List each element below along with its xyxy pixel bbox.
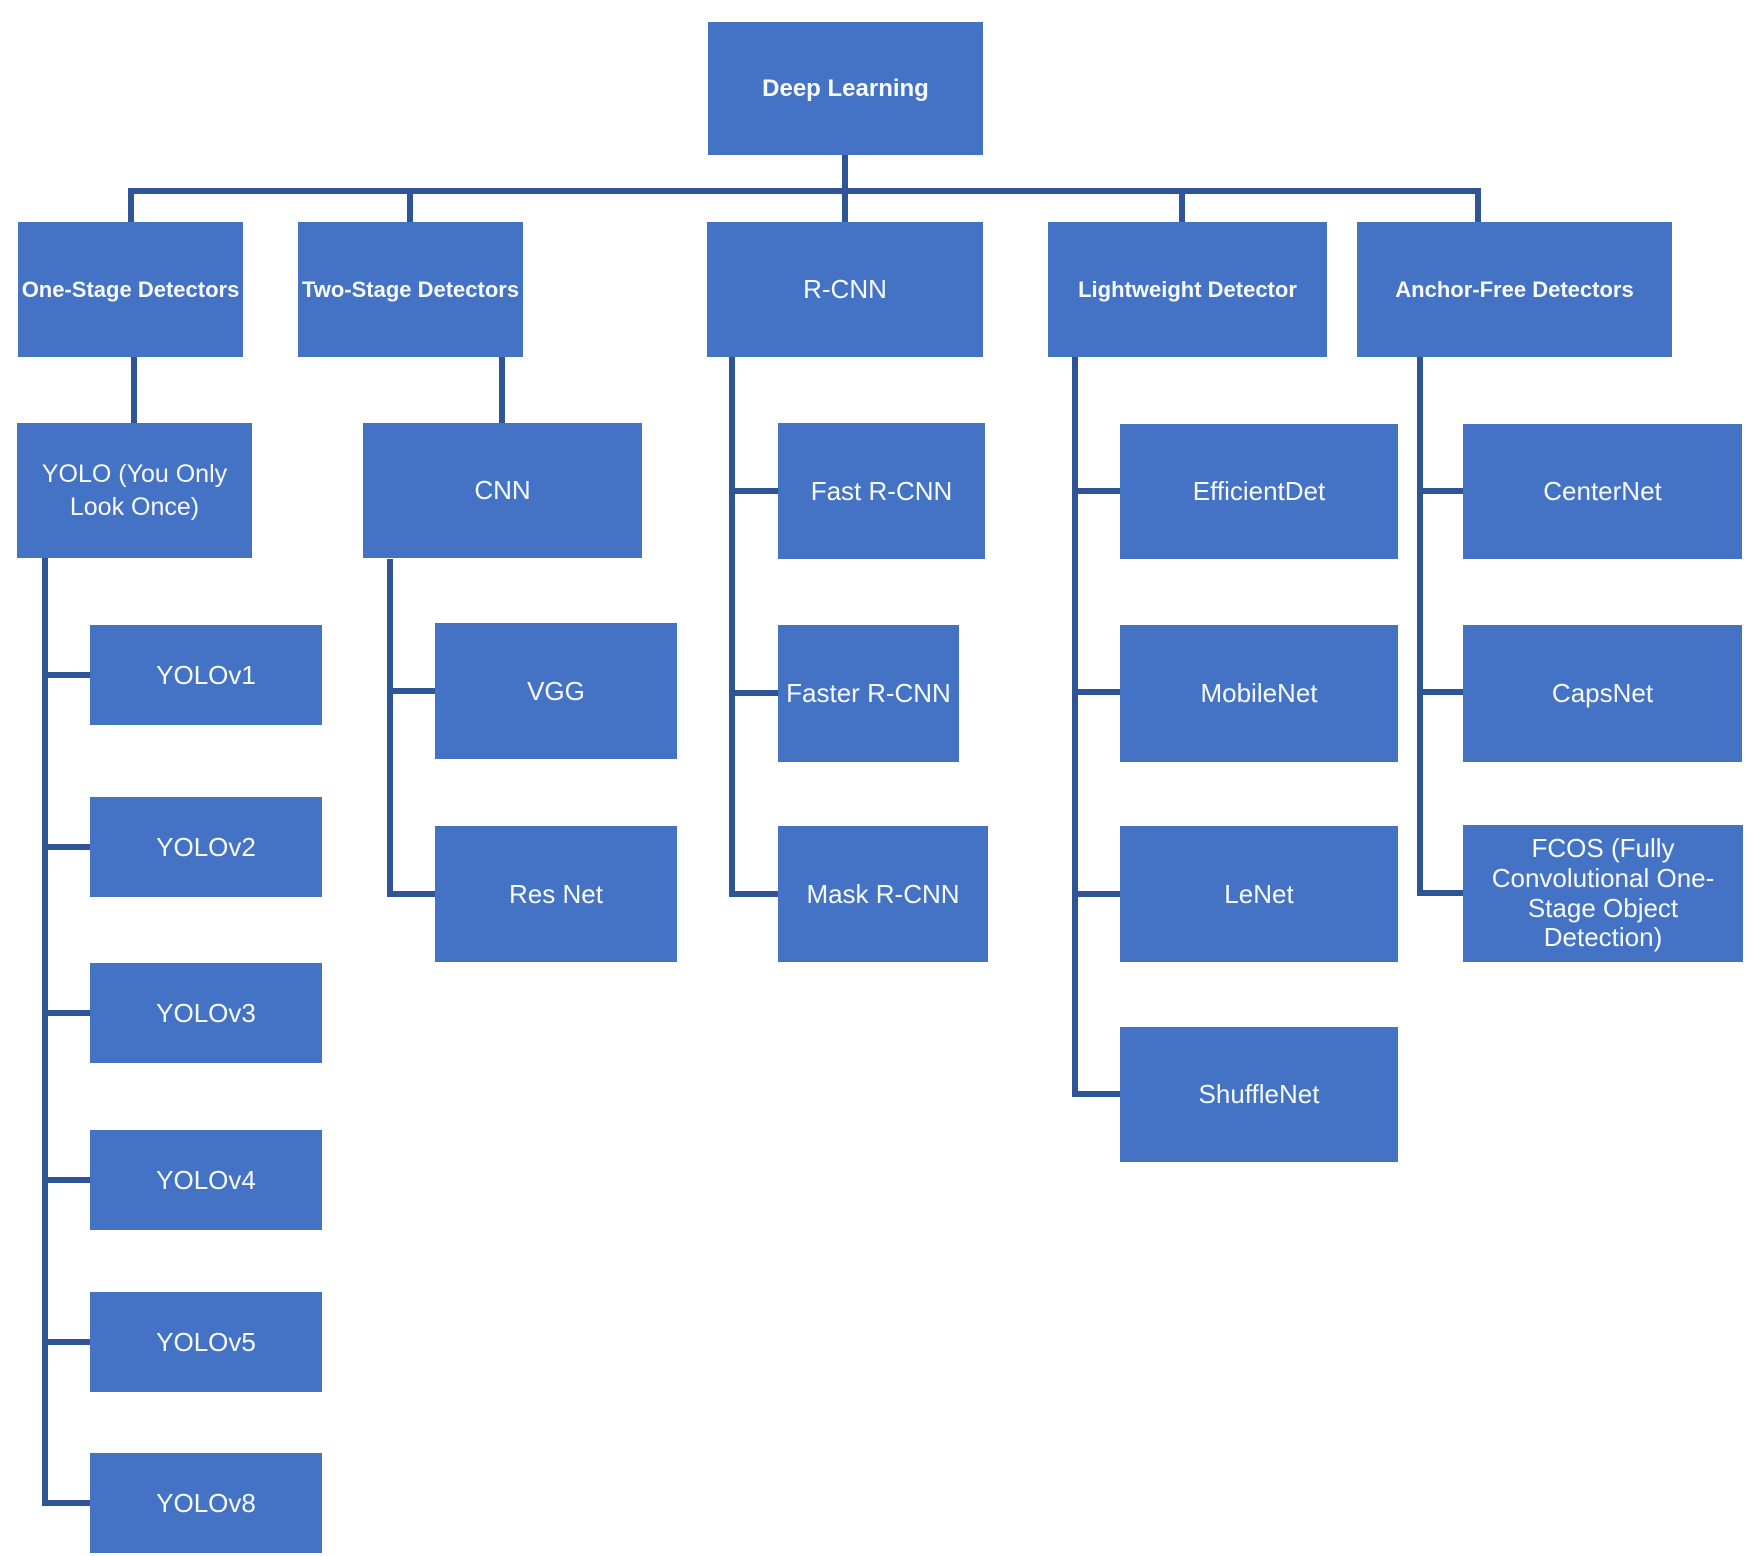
stub-fcos <box>1417 890 1463 896</box>
connector-top-bar <box>128 188 1481 194</box>
connector-one-stage-to-yolo <box>131 357 137 423</box>
stub-yolov3 <box>42 1010 90 1016</box>
connector-drop-two-stage <box>407 190 413 222</box>
node-yolov5: YOLOv5 <box>90 1292 322 1392</box>
stub-fast-rcnn <box>729 488 778 494</box>
trunk-rcnn-children <box>729 357 735 897</box>
node-deep-learning: Deep Learning <box>708 22 983 155</box>
node-two-stage-detectors: Two-Stage Detectors <box>298 222 523 357</box>
stub-mobilenet <box>1072 689 1120 695</box>
node-yolov8: YOLOv8 <box>90 1453 322 1553</box>
node-efficientdet: EfficientDet <box>1120 424 1398 559</box>
node-yolov2: YOLOv2 <box>90 797 322 897</box>
stub-shufflenet <box>1072 1091 1120 1097</box>
node-yolo: YOLO (You Only Look Once) <box>17 423 252 558</box>
trunk-cnn-children <box>387 559 393 897</box>
node-capsnet: CapsNet <box>1463 625 1742 762</box>
connector-two-stage-to-cnn <box>499 357 505 423</box>
trunk-lightweight-children <box>1072 357 1078 1097</box>
node-yolov1: YOLOv1 <box>90 625 322 725</box>
trunk-anchor-free-children <box>1417 357 1423 896</box>
stub-yolov5 <box>42 1339 90 1345</box>
stub-lenet <box>1072 891 1120 897</box>
stub-yolov4 <box>42 1177 90 1183</box>
node-mask-r-cnn: Mask R-CNN <box>778 826 988 962</box>
connector-drop-one-stage <box>128 190 134 222</box>
node-fcos: FCOS (Fully Convolutional One-Stage Obje… <box>1463 825 1743 962</box>
connector-root-drop <box>842 155 848 193</box>
node-vgg: VGG <box>435 623 677 759</box>
trunk-yolo-children <box>42 558 48 1506</box>
node-faster-r-cnn: Faster R-CNN <box>778 625 959 762</box>
stub-centernet <box>1417 488 1463 494</box>
node-anchor-free-detectors: Anchor-Free Detectors <box>1357 222 1672 357</box>
node-yolov3: YOLOv3 <box>90 963 322 1063</box>
connector-drop-lightweight <box>1179 190 1185 222</box>
node-lenet: LeNet <box>1120 826 1398 962</box>
stub-yolov8 <box>42 1500 90 1506</box>
node-lightweight-detector: Lightweight Detector <box>1048 222 1327 357</box>
stub-faster-rcnn <box>729 690 778 696</box>
node-yolov4: YOLOv4 <box>90 1130 322 1230</box>
node-fast-r-cnn: Fast R-CNN <box>778 423 985 559</box>
stub-mask-rcnn <box>729 891 778 897</box>
node-res-net: Res Net <box>435 826 677 962</box>
connector-drop-anchor-free <box>1475 190 1481 222</box>
stub-yolov1 <box>42 672 90 678</box>
node-mobilenet: MobileNet <box>1120 625 1398 762</box>
stub-efficientdet <box>1072 488 1120 494</box>
stub-capsnet <box>1417 689 1463 695</box>
stub-yolov2 <box>42 844 90 850</box>
node-shufflenet: ShuffleNet <box>1120 1027 1398 1162</box>
stub-res-net <box>387 891 435 897</box>
node-cnn: CNN <box>363 423 642 558</box>
connector-drop-rcnn <box>842 190 848 222</box>
node-r-cnn: R-CNN <box>707 222 983 357</box>
node-centernet: CenterNet <box>1463 424 1742 559</box>
stub-vgg <box>387 688 435 694</box>
node-one-stage-detectors: One-Stage Detectors <box>18 222 243 357</box>
